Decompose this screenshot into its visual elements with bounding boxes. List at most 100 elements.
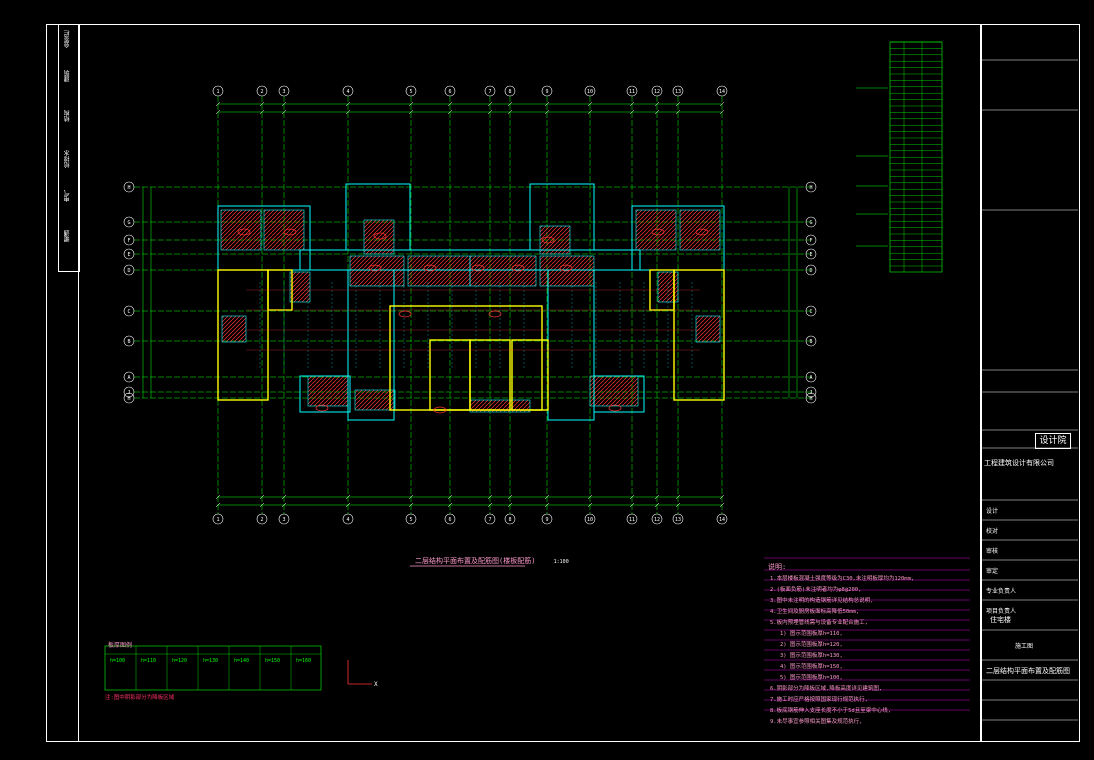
note-line: 6.阴影部分为降板区域,降板高度详见建筑图, xyxy=(770,686,883,692)
dimension-tick xyxy=(408,494,414,500)
axis-bubble-top xyxy=(672,85,684,97)
slab-hatch xyxy=(407,255,471,287)
axis-label-top: 14 xyxy=(719,89,725,95)
note-line: 4.卫生间及厨房板面标高降低50mm, xyxy=(770,609,860,615)
note-line: 7.施工时应严格按照国家现行规范执行, xyxy=(770,697,868,703)
axis-label-right: H xyxy=(809,185,812,191)
slab-thickness-marker xyxy=(651,228,665,236)
sheet-name: 二层结构平面布置及配筋图 xyxy=(986,667,1070,675)
slab-hatch xyxy=(679,209,721,251)
axis-label-top: 8 xyxy=(508,89,511,95)
inner-frame xyxy=(78,24,982,742)
axis-bubble-bottom xyxy=(541,513,553,525)
beam-outline xyxy=(547,269,595,421)
axis-bubble-top xyxy=(584,85,596,97)
axis-bubble-bottom xyxy=(504,513,516,525)
signature-strip xyxy=(58,24,80,272)
dimension-tick xyxy=(587,101,593,107)
axis-label-top: 4 xyxy=(346,89,349,95)
dimension-tick xyxy=(719,101,725,107)
axis-label-top: 5 xyxy=(409,89,412,95)
slab-thickness-marker xyxy=(237,228,251,236)
axis-label-bottom: 6 xyxy=(448,517,451,523)
beam-outline xyxy=(299,249,641,271)
dimension-tick xyxy=(507,502,513,508)
axis-bubble-top xyxy=(626,85,638,97)
slab-hatch xyxy=(695,315,721,343)
dimension-tick xyxy=(629,101,635,107)
legend-item: h=150 xyxy=(265,658,281,664)
axis-bubble-right xyxy=(805,392,817,404)
dimension-tick xyxy=(215,494,221,500)
axis-label-top: 9 xyxy=(545,89,548,95)
axis-label-top: 13 xyxy=(675,89,681,95)
dimension-tick xyxy=(259,494,265,500)
titleblock-row-label: 设计 xyxy=(986,508,999,515)
axis-label-bottom: 5 xyxy=(409,517,412,523)
company-name: 工程建筑设计有限公司 xyxy=(984,459,1054,467)
dimension-tick xyxy=(507,494,513,500)
wall-outline xyxy=(389,305,543,411)
axis-label-left: G xyxy=(127,220,130,226)
axis-bubble-bottom xyxy=(484,513,496,525)
dimension-tick xyxy=(408,101,414,107)
note-line: 4) 图示范围板厚h=150, xyxy=(780,664,843,670)
legend-item: h=140 xyxy=(234,658,250,664)
note-line: 1) 图示范围板厚h=110, xyxy=(780,631,843,637)
axis-bubble-right xyxy=(805,371,817,383)
slab-thickness-marker xyxy=(511,264,525,272)
axis-label-bottom: 2 xyxy=(260,517,263,523)
note-line: 5) 图示范围板厚h=100, xyxy=(780,675,843,681)
legend-table xyxy=(104,645,322,691)
slab-hatch xyxy=(307,375,349,407)
title-block xyxy=(980,24,1080,742)
axis-bubble-left xyxy=(123,234,135,246)
sheet-title: 二层结构平面布置及配筋图(楼板配筋) 1:100 xyxy=(415,556,569,566)
axis-label-right: C xyxy=(809,309,812,315)
wall-outline xyxy=(673,269,725,401)
axis-bubble-right xyxy=(805,386,817,398)
axis-label-top: 11 xyxy=(629,89,635,95)
axis-label-right: H xyxy=(809,396,812,402)
company-logo: 设计院 xyxy=(1035,433,1071,449)
axis-label-right: D xyxy=(809,268,812,274)
axis-label-bottom: 10 xyxy=(587,517,593,523)
dimension-tick xyxy=(345,109,351,115)
slab-thickness-marker xyxy=(488,310,502,318)
axis-bubble-bottom xyxy=(584,513,596,525)
dimension-tick xyxy=(408,502,414,508)
axis-bubble-top xyxy=(405,85,417,97)
axis-bubble-left xyxy=(123,264,135,276)
side-label: 暖通 xyxy=(64,230,71,242)
axis-label-bottom: 1 xyxy=(216,517,219,523)
dimension-tick xyxy=(447,494,453,500)
slab-thickness-marker xyxy=(471,264,485,272)
slab-hatch xyxy=(635,209,677,251)
axis-bubble-left xyxy=(123,386,135,398)
coord-label: X xyxy=(374,681,378,688)
legend-note: 注:图中阴影部分为降板区域 xyxy=(105,695,175,701)
axis-bubble-top xyxy=(716,85,728,97)
axis-label-top: 6 xyxy=(448,89,451,95)
axis-bubble-bottom xyxy=(342,513,354,525)
slab-hatch xyxy=(220,209,262,251)
dimension-tick xyxy=(215,101,221,107)
slab-thickness-marker xyxy=(559,264,573,272)
slab-hatch xyxy=(363,219,395,255)
note-line: 5.板内预埋管线需与设备专业配合施工, xyxy=(770,620,868,626)
axis-label-bottom: 3 xyxy=(282,517,285,523)
slab-thickness-marker xyxy=(423,264,437,272)
axis-bubble-left xyxy=(123,392,135,404)
slab-thickness-marker xyxy=(373,232,387,240)
slab-hatch xyxy=(289,271,311,303)
slab-hatch xyxy=(263,209,305,251)
axis-label-left: A xyxy=(127,375,130,381)
axis-label-top: 10 xyxy=(587,89,593,95)
axis-bubble-top xyxy=(504,85,516,97)
dimension-tick xyxy=(259,101,265,107)
dimension-tick xyxy=(719,494,725,500)
axis-label-right: A xyxy=(809,375,812,381)
axis-bubble-top xyxy=(541,85,553,97)
slab-thickness-marker xyxy=(398,310,412,318)
dimension-tick xyxy=(281,502,287,508)
